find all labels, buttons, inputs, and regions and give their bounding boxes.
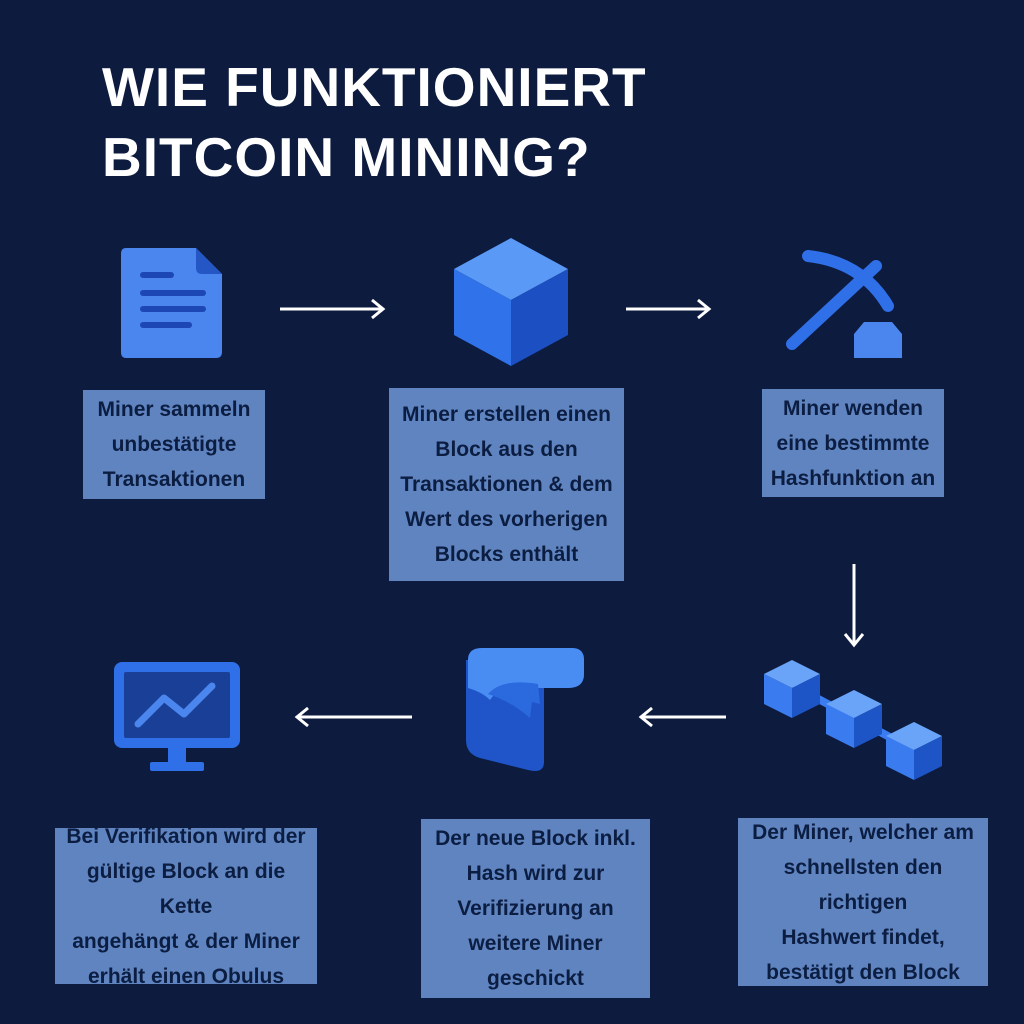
step-2-label: Miner erstellen einen Block aus den Tran… <box>389 388 624 581</box>
step-5-line: weitere Miner <box>468 932 603 955</box>
arrow-left-2 <box>294 706 412 728</box>
monitor-chart-icon <box>114 662 240 771</box>
step-4-line: Der Miner, welcher am <box>752 820 974 844</box>
arrow-right-2 <box>626 298 712 320</box>
ribbon-block-icon <box>466 648 584 771</box>
step-3-line: Hashfunktion an <box>770 466 936 490</box>
cube-icon <box>454 238 568 366</box>
blockchain-icon <box>764 660 942 780</box>
step-1-line: Miner sammeln <box>97 398 251 421</box>
step-5-line: Hash wird zur <box>466 862 605 885</box>
step-2-line: Miner erstellen einen <box>402 403 611 426</box>
step-4-label: Der Miner, welcher am schnellsten den ri… <box>738 818 988 986</box>
arrow-left-1 <box>638 706 726 728</box>
step-4-line: schnellsten den richtigen <box>783 855 943 914</box>
pickaxe-icon <box>786 250 902 358</box>
step-2-line: Wert des vorherigen <box>405 508 608 531</box>
step-6-label: Bei Verifikation wird der gültige Block … <box>55 825 317 988</box>
step-2-line: Block aus den <box>435 438 578 461</box>
step-5-line: geschickt <box>487 967 584 990</box>
step-1-line: Transaktionen <box>102 468 246 491</box>
step-5-line: Der neue Block inkl. <box>435 827 636 850</box>
step-3-line: eine bestimmte <box>776 431 930 455</box>
step-6-line: erhält einen Obulus <box>87 964 285 988</box>
arrow-down <box>843 564 865 648</box>
step-2-line: Blocks enthält <box>434 543 579 566</box>
step-1-label: Miner sammeln unbestätigte Transaktionen <box>83 390 265 499</box>
step-6-line: Bei Verifikation wird der <box>66 824 306 848</box>
step-5-line: Verifizierung an <box>457 897 614 920</box>
step-6-line: gültige Block an die Kette <box>86 859 286 918</box>
step-3-line: Miner wenden <box>782 396 924 420</box>
arrow-right-1 <box>280 298 386 320</box>
step-2-line: Transaktionen & dem <box>400 473 613 496</box>
step-4-line: Hashwert findet, <box>781 925 945 949</box>
page-title: WIE FUNKTIONIERT BITCOIN MINING? <box>102 52 822 192</box>
title-line-2: BITCOIN MINING? <box>102 126 591 188</box>
step-6-line: angehängt & der Miner <box>72 929 300 953</box>
step-1-line: unbestätigte <box>111 433 237 456</box>
title-line-1: WIE FUNKTIONIERT <box>102 56 647 118</box>
step-5-label: Der neue Block inkl. Hash wird zur Verif… <box>421 819 650 998</box>
document-icon <box>121 248 222 358</box>
step-3-label: Miner wenden eine bestimmte Hashfunktion… <box>762 389 944 497</box>
step-4-line: bestätigt den Block <box>766 960 960 984</box>
